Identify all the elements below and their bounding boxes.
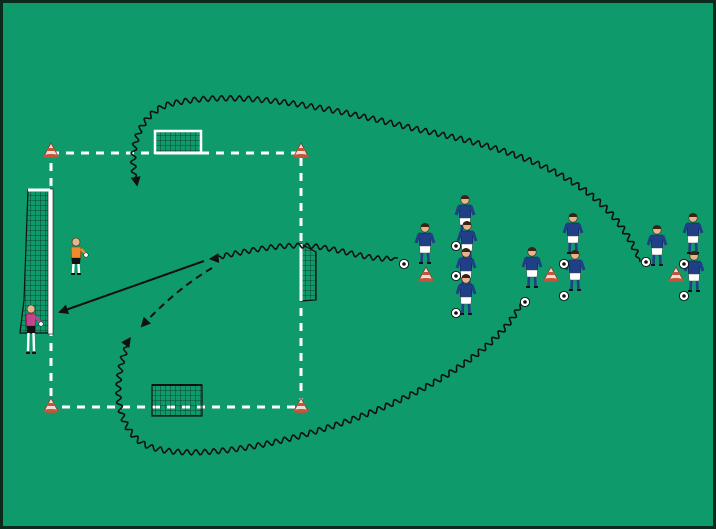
ball: [399, 259, 408, 268]
ball: [451, 308, 460, 317]
ball: [451, 241, 460, 250]
ball: [559, 291, 568, 300]
ball: [520, 297, 529, 306]
ball: [451, 271, 460, 280]
ball: [679, 291, 688, 300]
mini-goal-right: [301, 244, 316, 301]
ball: [679, 259, 688, 268]
ball: [641, 257, 650, 266]
mini-goal-top: [155, 131, 201, 153]
mini-goal-bottom: [152, 385, 202, 416]
ball: [559, 259, 568, 268]
